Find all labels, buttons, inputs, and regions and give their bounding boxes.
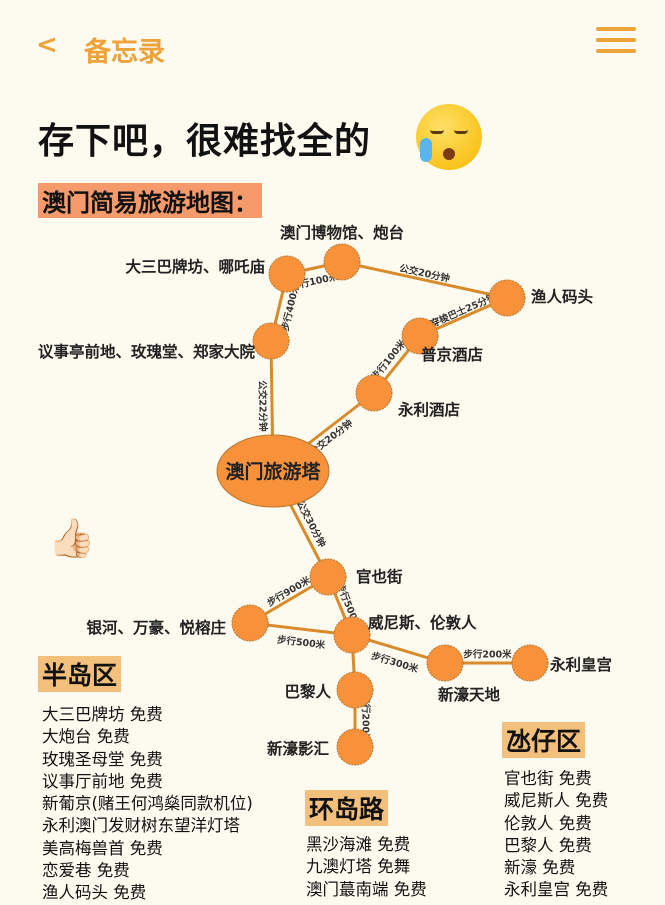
node-label-wynn: 永利酒店: [397, 400, 460, 419]
list-item: 新濠 免费: [504, 858, 576, 878]
node-tower: [216, 434, 330, 508]
list-item: 威尼斯人 免费: [504, 791, 609, 811]
node-senado: [252, 322, 290, 360]
list-item: 九澳灯塔 免舞: [306, 857, 411, 877]
list-item: 议事厅前地 免费: [42, 771, 163, 791]
list-item: 恋爱巷 免费: [42, 861, 130, 881]
node-galaxy: [231, 604, 269, 642]
route-label: 公交22分钟: [256, 380, 269, 432]
notes-title: 备忘录: [84, 37, 165, 68]
list-item: 永利皇宫 免费: [504, 880, 609, 900]
list-item: 巴黎人 免费: [504, 835, 592, 855]
node-label-cod: 新濠天地: [438, 685, 501, 704]
node-label-venetian: 威尼斯、伦敦人: [368, 613, 477, 632]
taipa-list: 官也街 免费威尼斯人 免费伦敦人 免费巴黎人 免费新濠 免费永利皇宫 免费: [504, 768, 608, 902]
list-item: 大三巴牌坊 免费: [42, 705, 163, 724]
node-lisboeta: [401, 317, 439, 355]
list-item: 美高梅兽首 免费: [42, 838, 163, 858]
crying-face-icon: [416, 104, 482, 170]
list-item: 伦敦人 免费: [504, 813, 592, 833]
node-parisian: [336, 671, 374, 709]
node-label-senado: 议事亭前地、玫瑰堂、郑家大院: [38, 342, 256, 361]
node-label-lisboeta: 普京酒店: [421, 345, 483, 364]
node-venetian: [333, 616, 371, 654]
ring-road-list: 黑沙海滩 免费九澳灯塔 免舞澳门蕞南端 免费: [306, 834, 427, 901]
node-label-museum: 澳门博物馆、炮台: [280, 223, 404, 242]
route-line: [341, 260, 508, 300]
map-title: 澳门简易旅游地图：: [38, 183, 262, 218]
section-title-taipa: 氹仔区: [502, 722, 586, 758]
hamburger-icon[interactable]: [596, 27, 636, 55]
list-item: 黑沙海滩 免费: [306, 835, 411, 854]
node-museum: [323, 243, 361, 281]
list-item: 新葡京(赌王何鸿燊同款机位): [42, 794, 253, 814]
node-label-studio: 新濠影汇: [267, 739, 330, 758]
node-wynnpalace: [511, 644, 549, 682]
list-item: 大炮台 免费: [42, 727, 130, 747]
list-item: 官也街 免费: [504, 769, 592, 788]
route-label: 穿梭巴士25分钟: [429, 291, 499, 330]
node-label-tower: 澳门旅游塔: [225, 460, 321, 483]
route-label: 步行200米: [463, 649, 512, 661]
peninsula-list: 大三巴牌坊 免费大炮台 免费玫瑰圣母堂 免费议事厅前地 免费新葡京(赌王何鸿燊同…: [42, 704, 253, 905]
node-cod: [426, 644, 464, 682]
node-label-cunha: 官也街: [356, 567, 403, 586]
node-label-parisian: 巴黎人: [284, 682, 331, 701]
node-label-fisherman: 渔人码头: [531, 287, 594, 306]
node-cunha: [309, 558, 347, 596]
list-item: 玫瑰圣母堂 免费: [42, 749, 163, 769]
node-label-dasanba: 大三巴牌坊、哪吒庙: [125, 257, 265, 276]
list-item: 澳门蕞南端 免费: [306, 879, 427, 899]
list-item: 渔人码头 免费: [42, 883, 147, 903]
headline: 存下吧，很难找全的: [38, 121, 372, 162]
section-title-ring: 环岛路: [305, 790, 389, 826]
section-title-peninsula: 半岛区: [38, 656, 122, 692]
node-label-galaxy: 银河、万豪、悦榕庄: [86, 618, 226, 637]
node-wynn: [355, 374, 393, 412]
node-fisherman: [488, 279, 526, 317]
node-label-wynnpalace: 永利皇宫: [549, 655, 612, 674]
back-button[interactable]: <: [36, 30, 58, 60]
node-dasanba: [268, 255, 306, 293]
list-item: 永利澳门发财树东望洋灯塔: [42, 816, 240, 836]
route-label: 步行500米: [276, 634, 326, 652]
thumbs-up-icon: 👍🏻: [48, 516, 96, 560]
node-studio: [336, 728, 374, 766]
